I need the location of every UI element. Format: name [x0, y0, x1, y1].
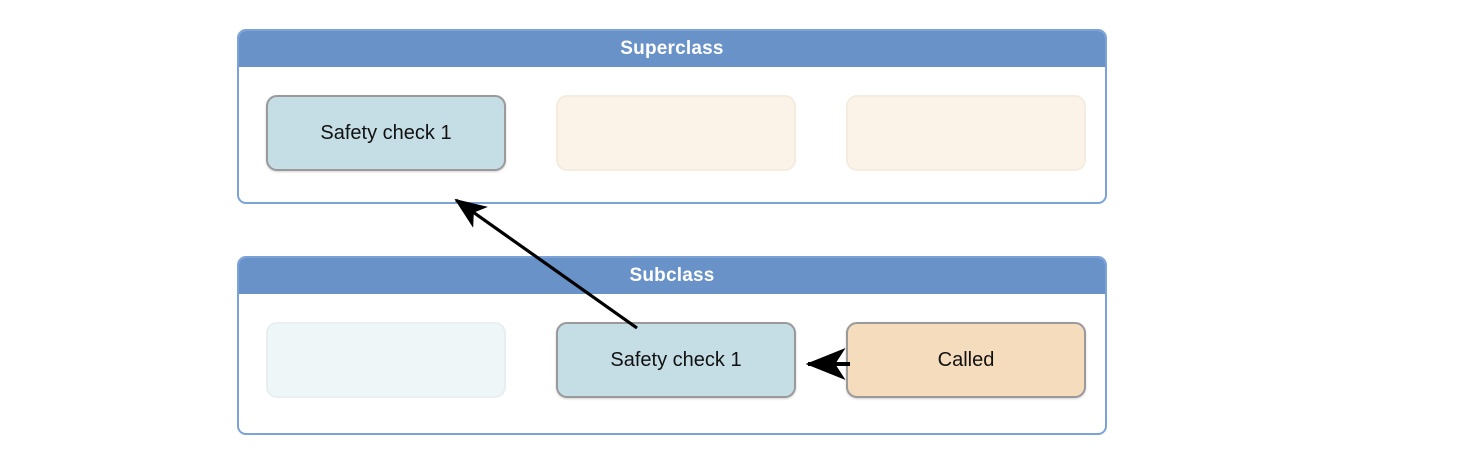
- superclass-title: Superclass: [239, 31, 1105, 67]
- subclass-slot-safety-check-1[interactable]: Safety check 1: [556, 322, 796, 398]
- superclass-slot-0-label: Safety check 1: [320, 121, 452, 144]
- subclass-slot-1-label: Safety check 1: [610, 348, 742, 371]
- subclass-slot-called[interactable]: Called: [846, 322, 1086, 398]
- superclass-slot-empty-2[interactable]: [846, 95, 1086, 171]
- superclass-slot-empty-1[interactable]: [556, 95, 796, 171]
- subclass-slot-2-label: Called: [937, 348, 995, 371]
- subclass-title: Subclass: [239, 258, 1105, 294]
- superclass-slot-safety-check-1[interactable]: Safety check 1: [266, 95, 506, 171]
- subclass-container[interactable]: Subclass Safety check 1 Called: [237, 256, 1107, 435]
- superclass-container[interactable]: Superclass Safety check 1: [237, 29, 1107, 204]
- subclass-slot-empty-0[interactable]: [266, 322, 506, 398]
- superclass-body: Safety check 1: [239, 67, 1105, 202]
- subclass-body: Safety check 1 Called: [239, 294, 1105, 433]
